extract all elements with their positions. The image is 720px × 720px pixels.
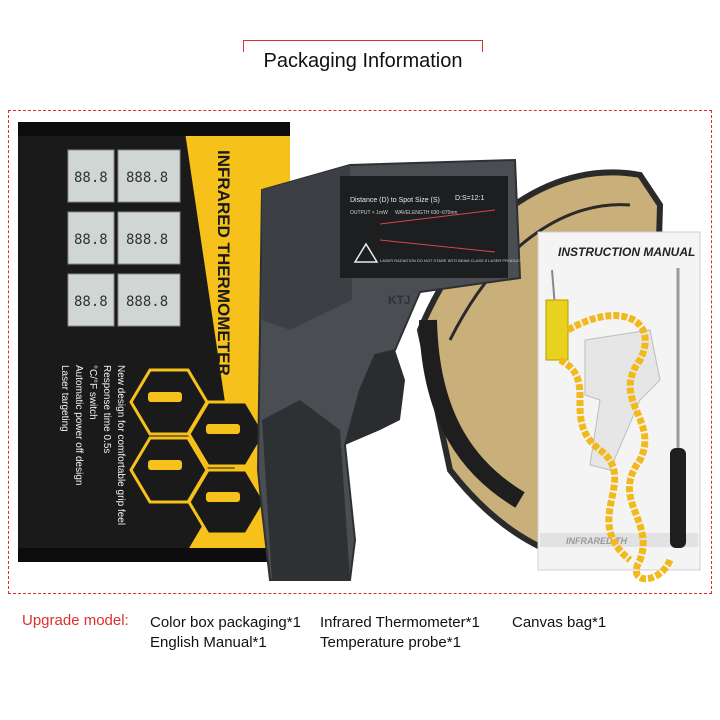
color-box: 88.8 888.8 88.8 888.8 88.8 888.8 INFRARED T… (18, 122, 290, 562)
box-feature-5: Laser targeting (59, 365, 70, 432)
box-feature-2: Response time 0.5s (101, 365, 112, 453)
page-title: Packaging Information (263, 50, 463, 72)
box-side-title: INFRARED THERMOMETER (214, 150, 233, 376)
svg-text:888.8: 888.8 (126, 170, 168, 186)
item-thermometer: Infrared Thermometer*1 (320, 614, 480, 631)
manual-title: INSTRUCTION MANUAL (558, 245, 695, 259)
svg-text:88.8: 88.8 (74, 170, 108, 186)
brand-logo: KTJ (388, 293, 411, 307)
instruction-manual: INSTRUCTION MANUAL INFRARED TH (537, 231, 701, 571)
item-manual: English Manual*1 (150, 634, 267, 651)
manual-bottom-text: INFRARED TH (566, 536, 627, 546)
item-probe: Temperature probe*1 (320, 634, 461, 651)
upgrade-label: Upgrade model: (22, 612, 129, 629)
svg-text:88.8: 88.8 (74, 232, 108, 248)
svg-text:888.8: 888.8 (126, 232, 168, 248)
box-feature-3: °C/°F switch (87, 365, 98, 420)
svg-text:88.8: 88.8 (74, 294, 108, 310)
svg-text:888.8: 888.8 (126, 294, 168, 310)
item-color-box: Color box packaging*1 (150, 614, 301, 631)
box-feature-4: Automatic power off design (73, 365, 84, 485)
label-wavelength: WAVELENGTH 630~670nm (395, 210, 457, 216)
label-ratio: D:S=12:1 (455, 195, 484, 202)
title-rule-right (482, 40, 483, 52)
warning-icon (353, 242, 379, 263)
temperature-probe (545, 268, 686, 583)
product-frame (8, 110, 712, 594)
label-output: OUTPUT < 1mW (350, 210, 388, 216)
package-contents: Upgrade model: Color box packaging*1 Inf… (0, 612, 720, 652)
label-warning: LASER RADIATION DO NOT STARE INTO BEAM C… (380, 258, 523, 263)
infrared-thermometer: Distance (D) to Spot Size (S) D:S=12:1 O… (256, 158, 523, 581)
title-rule (243, 40, 483, 41)
label-distance: Distance (D) to Spot Size (S) (350, 197, 440, 204)
section-title: Packaging Information (243, 40, 483, 80)
item-canvas-bag: Canvas bag*1 (512, 614, 607, 631)
title-rule-left (243, 40, 244, 52)
box-feature-1: New design for comfortable grip feel (115, 365, 126, 525)
